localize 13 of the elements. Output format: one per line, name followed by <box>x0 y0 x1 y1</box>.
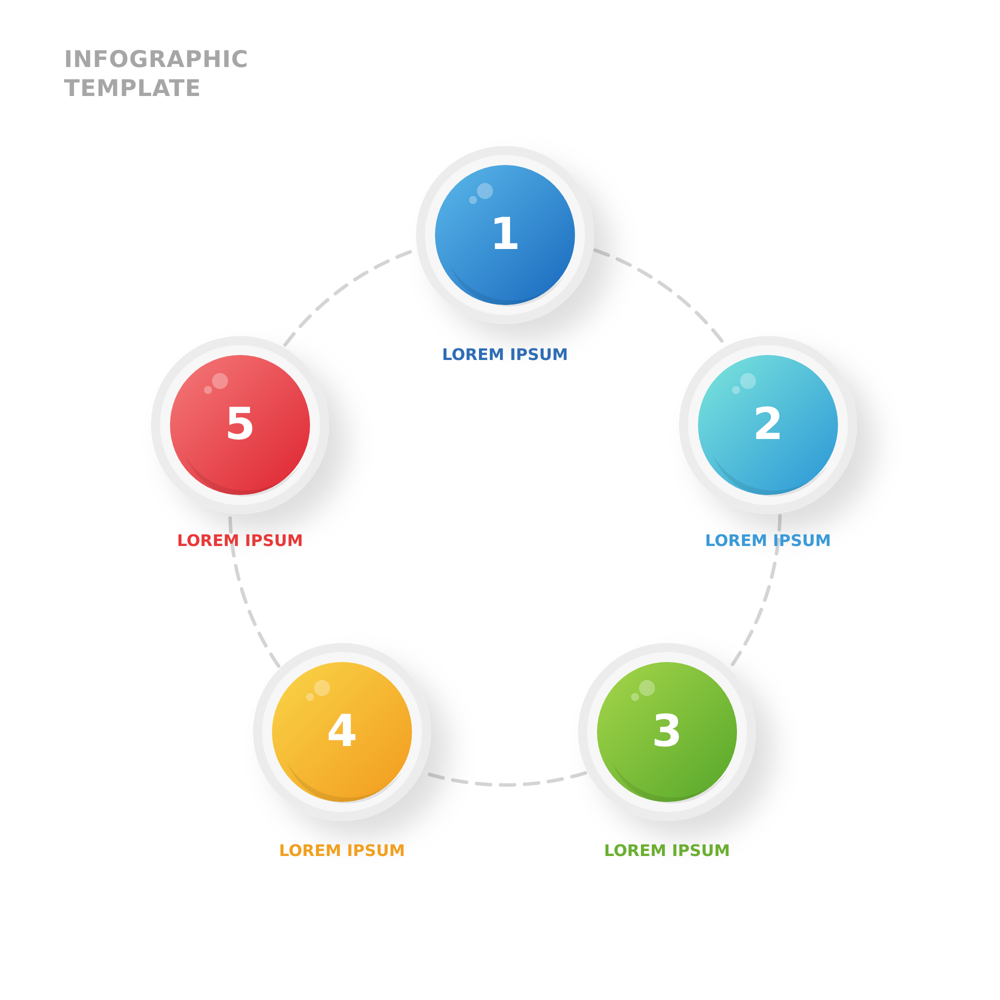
step-label: LOREM IPSUM <box>704 531 832 550</box>
step-label: LOREM IPSUM <box>604 841 730 860</box>
step-number: 1 <box>490 211 520 259</box>
step-label: LOREM IPSUM <box>442 345 568 364</box>
step-label: LOREM IPSUM <box>278 841 406 860</box>
dashed-connector <box>729 514 782 669</box>
title: INFOGRAPHIC TEMPLATE <box>64 46 250 104</box>
step-label: LOREM IPSUM <box>176 531 304 550</box>
step-number: 3 <box>652 708 682 756</box>
step-number: 2 <box>752 401 784 449</box>
dashed-connector <box>228 514 280 668</box>
step-number: 5 <box>224 401 256 449</box>
step-number: 4 <box>326 708 358 756</box>
